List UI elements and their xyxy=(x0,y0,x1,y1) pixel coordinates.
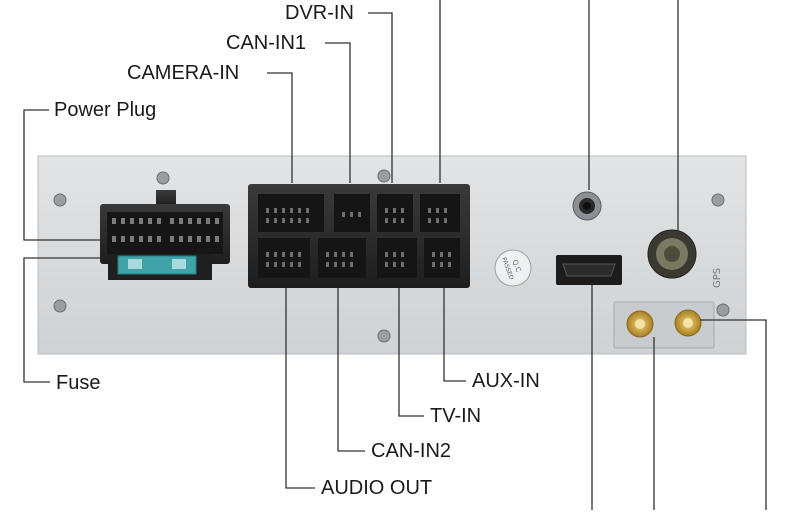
qc-sticker-line1: Q.C xyxy=(511,259,523,274)
radio-antenna-socket xyxy=(647,229,697,279)
label-tv-in: TV-IN xyxy=(430,405,482,427)
label-audio-out: AUDIO OUT xyxy=(321,477,433,499)
multi-connector-block xyxy=(248,184,470,288)
leader-lines xyxy=(23,0,767,510)
label-power-plug: Power Plug xyxy=(54,99,157,121)
hdmi-port xyxy=(556,255,622,285)
label-aux-in: AUX-IN xyxy=(472,370,540,392)
label-camera-in: CAMERA-IN xyxy=(127,62,240,84)
fuse-component xyxy=(108,254,212,280)
label-fuse: Fuse xyxy=(56,372,101,394)
label-can-in2: CAN-IN2 xyxy=(371,440,452,462)
gps-label: GPS xyxy=(712,268,723,288)
power-plug-connector xyxy=(100,190,230,264)
audio-jack xyxy=(572,191,602,221)
label-can-in1: CAN-IN1 xyxy=(226,32,307,54)
gps-connector-plate xyxy=(613,301,715,349)
qc-passed-sticker: Q.C PASSED xyxy=(494,249,532,287)
panel-screws xyxy=(53,169,730,343)
label-dvr-in: DVR-IN xyxy=(285,2,354,24)
